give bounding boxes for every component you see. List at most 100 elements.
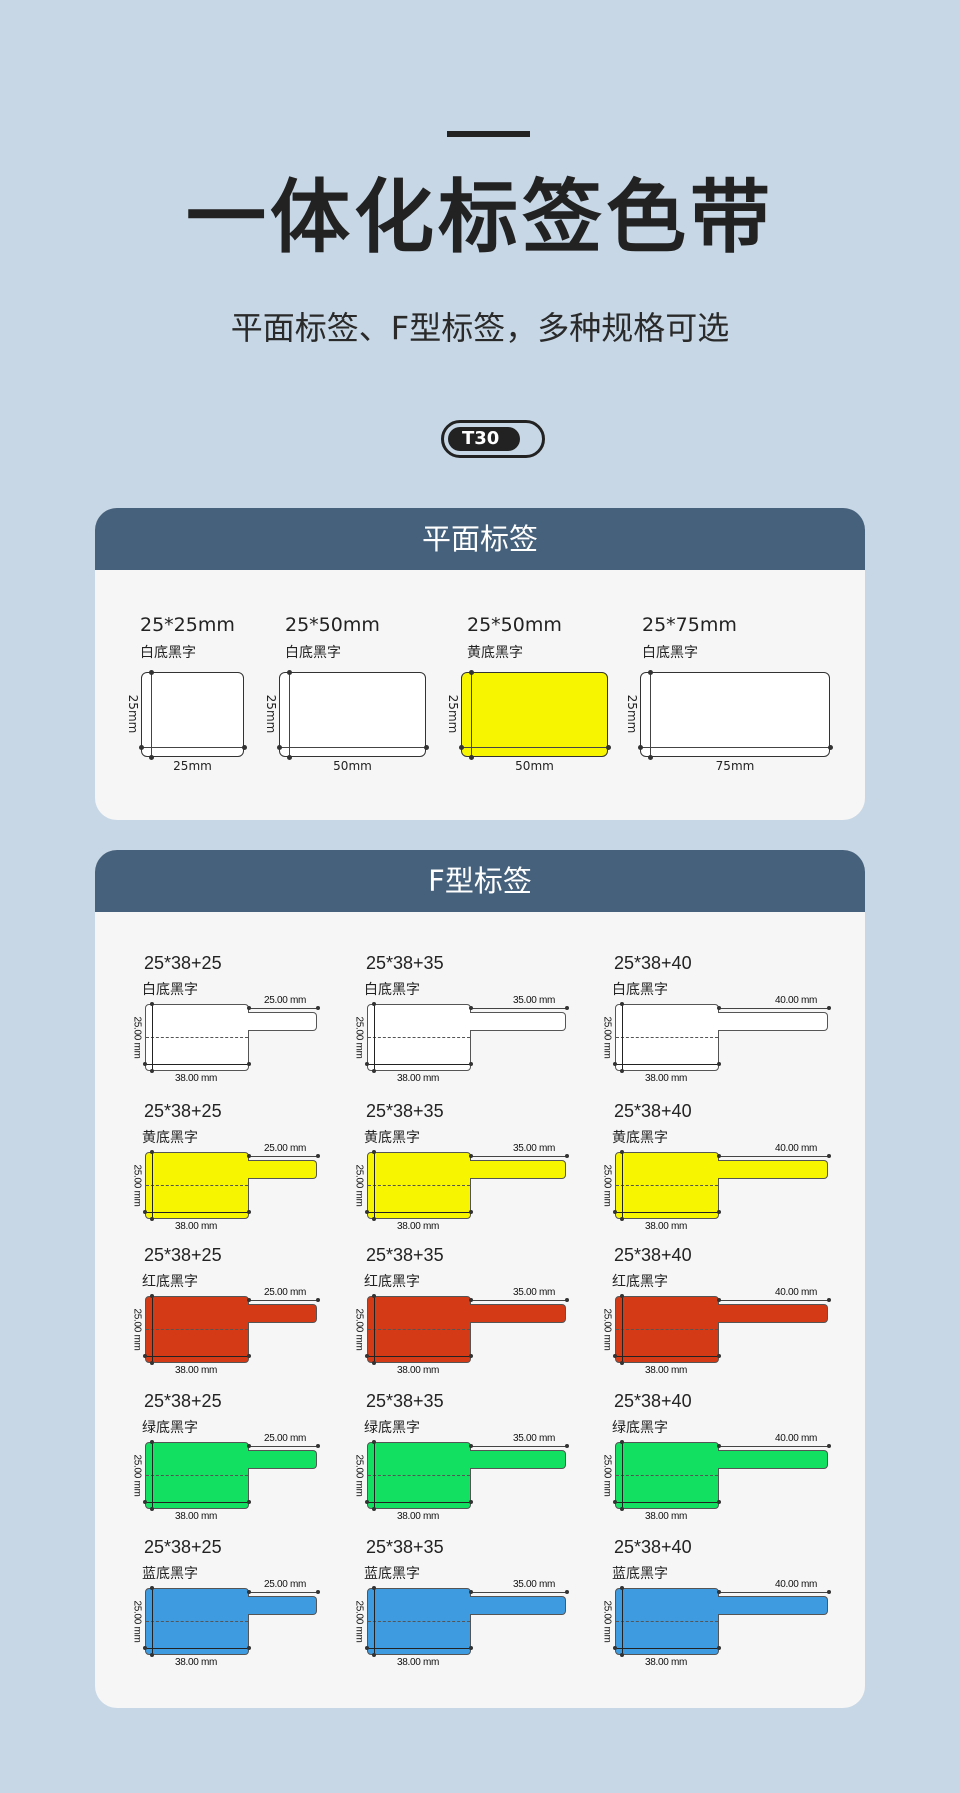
dimension-dot — [620, 1149, 624, 1154]
main-width-label: 38.00 mm — [397, 1365, 440, 1376]
dimension-line — [367, 1212, 471, 1213]
dimension-dot — [620, 1585, 624, 1590]
dimension-dot — [246, 1354, 251, 1358]
dimension-line — [152, 1296, 153, 1364]
label-size: 25*38+25 — [144, 1391, 222, 1411]
dimension-dot — [826, 1444, 831, 1448]
dimension-dot — [150, 1652, 154, 1657]
dimension-dot — [287, 754, 292, 760]
fold-line — [146, 1475, 248, 1476]
width-dimension-label: 50mm — [515, 759, 554, 773]
height-dimension-label: 25.00 mm — [601, 1600, 613, 1643]
dimension-dot — [716, 1354, 721, 1358]
fold-line — [368, 1185, 470, 1186]
dimension-dot — [246, 1006, 251, 1010]
dimension-dot — [716, 1006, 721, 1010]
dimension-dot — [716, 1500, 721, 1504]
label-color-type: 白底黑字 — [142, 982, 198, 998]
label-color-type: 白底黑字 — [612, 982, 668, 998]
dimension-dot — [468, 1062, 473, 1066]
dimension-line — [471, 1008, 567, 1009]
dimension-dot — [150, 1585, 154, 1590]
tail-length-label: 25.00 mm — [264, 1287, 307, 1298]
height-dimension-label: 25.00 mm — [353, 1164, 365, 1207]
dimension-line — [622, 1004, 623, 1072]
dimension-dot — [716, 1154, 721, 1158]
label-size: 25*38+40 — [614, 1537, 692, 1557]
dimension-dot — [150, 1439, 154, 1444]
fold-line — [616, 1329, 718, 1330]
dimension-dot — [149, 754, 154, 760]
dimension-line — [471, 1156, 567, 1157]
label-size: 25*38+25 — [144, 953, 222, 973]
dimension-dot — [468, 1500, 473, 1504]
dimension-dot — [564, 1006, 569, 1010]
label-color-type: 黄底黑字 — [612, 1130, 668, 1146]
label-size: 25*38+40 — [614, 1101, 692, 1121]
width-dimension-label: 75mm — [715, 759, 755, 773]
dimension-line — [152, 1004, 153, 1072]
dimension-dot — [423, 745, 429, 750]
dimension-line — [374, 1152, 375, 1220]
dimension-line — [141, 747, 244, 748]
height-dimension-label: 25.00 mm — [131, 1016, 143, 1059]
dimension-dot — [150, 1001, 154, 1006]
label-size: 25*38+35 — [366, 1101, 444, 1121]
dimension-dot — [372, 1001, 376, 1006]
dimension-dot — [468, 1154, 473, 1158]
dimension-dot — [372, 1439, 376, 1444]
dimension-dot — [142, 1354, 147, 1358]
dimension-dot — [246, 1590, 251, 1594]
label-size: 25*50mm — [285, 614, 380, 636]
dimension-dot — [150, 1149, 154, 1154]
dimension-dot — [468, 1646, 473, 1650]
dimension-dot — [612, 1210, 617, 1214]
dimension-dot — [564, 1590, 569, 1594]
dimension-dot — [716, 1646, 721, 1650]
dimension-dot — [142, 1646, 147, 1650]
dimension-line — [622, 1442, 623, 1510]
dimension-dot — [620, 1439, 624, 1444]
dimension-dot — [150, 1216, 154, 1221]
dimension-line — [461, 747, 608, 748]
label-size: 25*38+35 — [366, 1245, 444, 1265]
main-width-label: 38.00 mm — [645, 1365, 688, 1376]
model-badge-label: T30 — [448, 427, 520, 451]
dimension-dot — [372, 1149, 376, 1154]
main-width-label: 38.00 mm — [645, 1073, 688, 1084]
dimension-dot — [372, 1293, 376, 1298]
dimension-dot — [315, 1154, 320, 1158]
fold-line — [146, 1621, 248, 1622]
label-color-type: 黄底黑字 — [467, 645, 523, 661]
dimension-dot — [620, 1506, 624, 1511]
dimension-line — [374, 1004, 375, 1072]
dimension-dot — [469, 754, 474, 760]
width-dimension-label: 50mm — [333, 759, 372, 773]
dimension-line — [249, 1446, 318, 1447]
label-color-type: 白底黑字 — [364, 982, 420, 998]
dimension-line — [145, 1502, 249, 1503]
dimension-dot — [826, 1590, 831, 1594]
dimension-line — [719, 1008, 829, 1009]
dimension-line — [249, 1300, 318, 1301]
dimension-dot — [246, 1444, 251, 1448]
label-color-type: 黄底黑字 — [142, 1130, 198, 1146]
dimension-dot — [716, 1210, 721, 1214]
dimension-line — [615, 1064, 719, 1065]
label-color-type: 蓝底黑字 — [364, 1566, 420, 1582]
dimension-line — [374, 1442, 375, 1510]
dimension-line — [471, 1300, 567, 1301]
dimension-dot — [612, 1500, 617, 1504]
dimension-line — [152, 1152, 153, 1220]
main-width-label: 38.00 mm — [645, 1221, 688, 1232]
label-size: 25*38+40 — [614, 1391, 692, 1411]
dimension-line — [719, 1446, 829, 1447]
label-tail — [718, 1450, 828, 1469]
label-shape — [279, 672, 426, 757]
